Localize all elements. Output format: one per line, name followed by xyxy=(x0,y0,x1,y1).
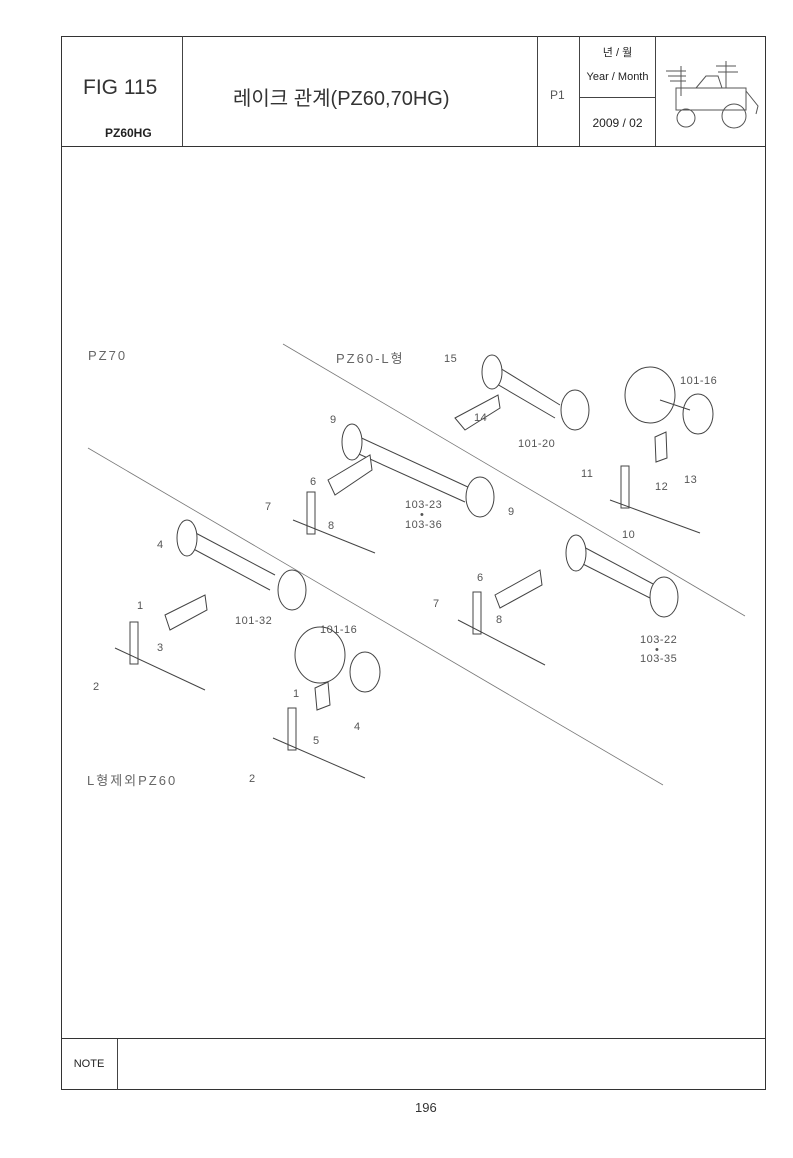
note-row: NOTE xyxy=(61,1038,766,1090)
rake-bar xyxy=(457,591,546,666)
section-divider-line xyxy=(282,343,746,617)
title-cell: 레이크 관계(PZ60,70HG) xyxy=(183,36,538,146)
machine-illustration xyxy=(656,36,766,146)
callout-label: 5 xyxy=(313,735,320,747)
page-title: 레이크 관계(PZ60,70HG) xyxy=(233,88,450,110)
callout-label: 14 xyxy=(474,412,488,424)
figure-number: FIG 115 xyxy=(83,76,158,99)
callout-label: 15 xyxy=(444,353,458,365)
page-code: P1 xyxy=(550,88,565,102)
callout-label: 13 xyxy=(684,474,698,486)
callout-label: 8 xyxy=(496,614,503,626)
callout-label: 103-36 xyxy=(405,519,443,531)
year-month-label-ko: 년 / 월 xyxy=(602,47,633,59)
rake-shaft-103-22 xyxy=(565,534,679,618)
callout-label: 2 xyxy=(249,773,256,785)
callout-label: 10 xyxy=(622,529,636,541)
section-divider-line xyxy=(87,447,664,786)
note-label: NOTE xyxy=(61,1039,118,1090)
callout-label: 1 xyxy=(137,600,144,612)
rake-shaft-103-23 xyxy=(341,423,495,518)
callout-label: • xyxy=(420,509,425,521)
callout-label: 8 xyxy=(328,520,335,532)
revision-date: 2009 / 02 xyxy=(592,116,643,130)
rake-bar-10 xyxy=(609,465,701,534)
callout-label: 9 xyxy=(330,414,337,426)
rake-bar xyxy=(272,707,366,779)
date-cell: 년 / 월 Year / Month 2009 / 02 xyxy=(580,36,656,146)
callout-label: 2 xyxy=(93,681,100,693)
callout-label: 9 xyxy=(508,506,515,518)
callout-label: 6 xyxy=(310,476,317,488)
bracket-12 xyxy=(654,431,668,463)
callout-label: • xyxy=(655,644,660,656)
callout-label: 101-16 xyxy=(320,624,358,636)
callout-label: 7 xyxy=(433,598,440,610)
callout-label: 12 xyxy=(655,481,669,493)
callout-label: 103-22 xyxy=(640,634,678,646)
figure-cell: FIG 115 PZ60HG xyxy=(61,36,183,146)
callout-label: 11 xyxy=(581,468,594,480)
rake-bar xyxy=(114,621,206,691)
page-code-cell: P1 xyxy=(538,36,580,146)
callout-label: 6 xyxy=(477,572,484,584)
year-month-label-box: 년 / 월 Year / Month xyxy=(580,36,655,98)
bracket-5 xyxy=(314,681,331,711)
bracket-6 xyxy=(494,569,543,609)
year-month-label-en: Year / Month xyxy=(586,71,649,83)
section-label-pz60-other: L형제외PZ60 xyxy=(87,773,178,788)
page-number: 196 xyxy=(415,1100,437,1115)
callout-label: 103-23 xyxy=(405,499,443,511)
section-label-pz70: PZ70 xyxy=(88,348,128,363)
title-block: FIG 115 PZ60HG 레이크 관계(PZ60,70HG) P1 년 / … xyxy=(61,36,766,147)
gearbox-101-16-lower xyxy=(294,626,381,693)
gearbox-101-16-upper xyxy=(624,366,714,435)
callout-label: 4 xyxy=(354,721,361,733)
rake-shaft-101-20 xyxy=(481,354,590,431)
bracket-6 xyxy=(327,454,373,496)
callout-label: 3 xyxy=(157,642,164,654)
section-label-pz60-l: PZ60-L형 xyxy=(336,351,405,366)
bracket-1 xyxy=(164,594,208,631)
callout-label: 101-20 xyxy=(518,438,556,450)
callout-label: 1 xyxy=(293,688,300,700)
rice-transplanter-icon xyxy=(666,61,759,129)
bracket-14 xyxy=(454,394,501,431)
callout-label: 4 xyxy=(157,539,164,551)
callout-label: 101-32 xyxy=(235,615,273,627)
rake-shaft-101-32 xyxy=(176,519,307,611)
callout-label: 101-16 xyxy=(680,375,718,387)
callout-label: 103-35 xyxy=(640,653,678,665)
rake-bar xyxy=(292,491,376,554)
model-name: PZ60HG xyxy=(105,126,152,140)
callout-label: 7 xyxy=(265,501,272,513)
page-frame xyxy=(61,36,766,1090)
